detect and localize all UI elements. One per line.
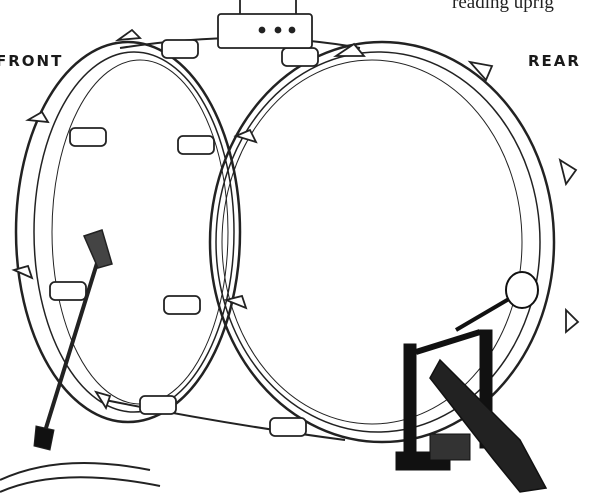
front-hoop [16, 42, 240, 422]
front-tension-lugs [14, 30, 198, 414]
rear-hoop [210, 42, 554, 442]
rear-tension-lugs [164, 44, 578, 436]
drum-shell [105, 38, 360, 440]
floor-tom-edge [0, 463, 160, 492]
tom-mount-bracket [218, 0, 312, 48]
bass-drum-pedal [396, 272, 546, 492]
